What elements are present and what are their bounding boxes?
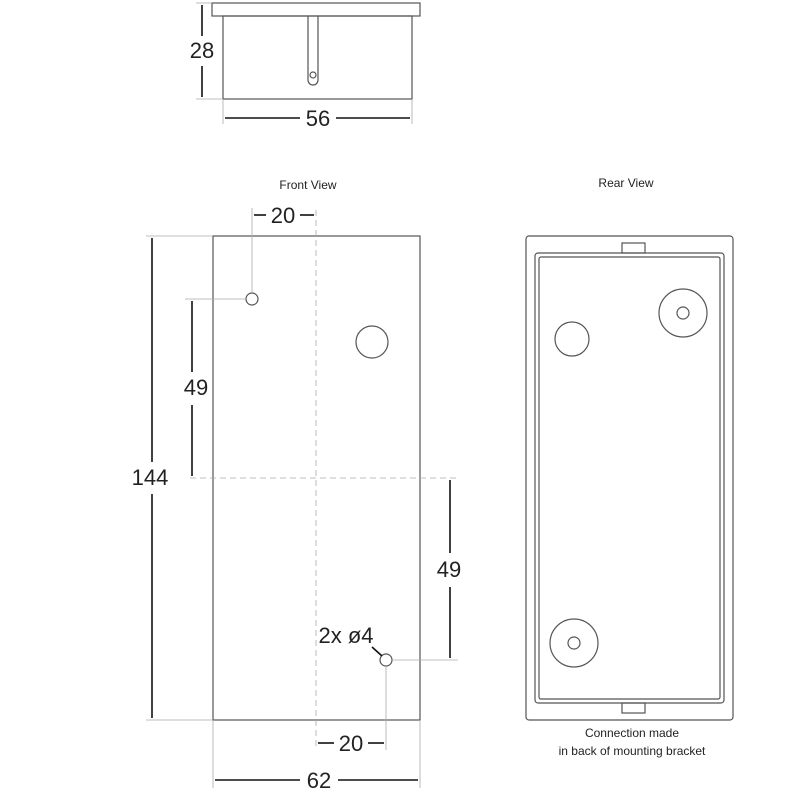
rear-boss-top-hole <box>676 306 690 320</box>
dim-height-144: 144 <box>132 465 169 490</box>
rear-outer-frame <box>525 235 734 721</box>
front-view: Front View 20 49 144 49 2x ø4 <box>132 178 462 793</box>
bottom-tab <box>621 702 646 714</box>
rear-boss-bottom <box>549 618 599 668</box>
top-tab <box>621 242 646 254</box>
dim-right-49: 49 <box>437 557 461 582</box>
dim-width-62: 62 <box>307 768 331 793</box>
slot <box>307 16 319 86</box>
mounting-hole-top <box>245 292 259 306</box>
hole-note: 2x ø4 <box>318 623 373 648</box>
rear-note-line2: in back of mounting bracket <box>559 744 706 758</box>
rear-inner-frame <box>534 252 725 704</box>
top-plate <box>211 2 421 17</box>
rear-view: Rear View Connection made in back of mou… <box>525 176 734 758</box>
cable-entry-circle <box>355 325 389 359</box>
rear-note-line1: Connection made <box>585 726 679 740</box>
front-view-title: Front View <box>279 178 336 192</box>
dim-height-28: 28 <box>190 38 214 63</box>
slot-hole <box>309 71 317 79</box>
top-view: 28 56 <box>190 2 421 131</box>
dim-width-56: 56 <box>306 106 330 131</box>
rear-boss-top <box>658 288 708 338</box>
rear-view-title: Rear View <box>598 176 653 190</box>
rear-boss-bottom-hole <box>567 636 581 650</box>
dim-top-offset-20: 20 <box>271 203 295 228</box>
dim-bottom-offset-20: 20 <box>339 731 363 756</box>
hole-leader <box>371 646 383 657</box>
dim-left-49: 49 <box>184 375 208 400</box>
rear-inner-lip <box>538 256 721 700</box>
rear-cable-entry <box>554 321 590 357</box>
